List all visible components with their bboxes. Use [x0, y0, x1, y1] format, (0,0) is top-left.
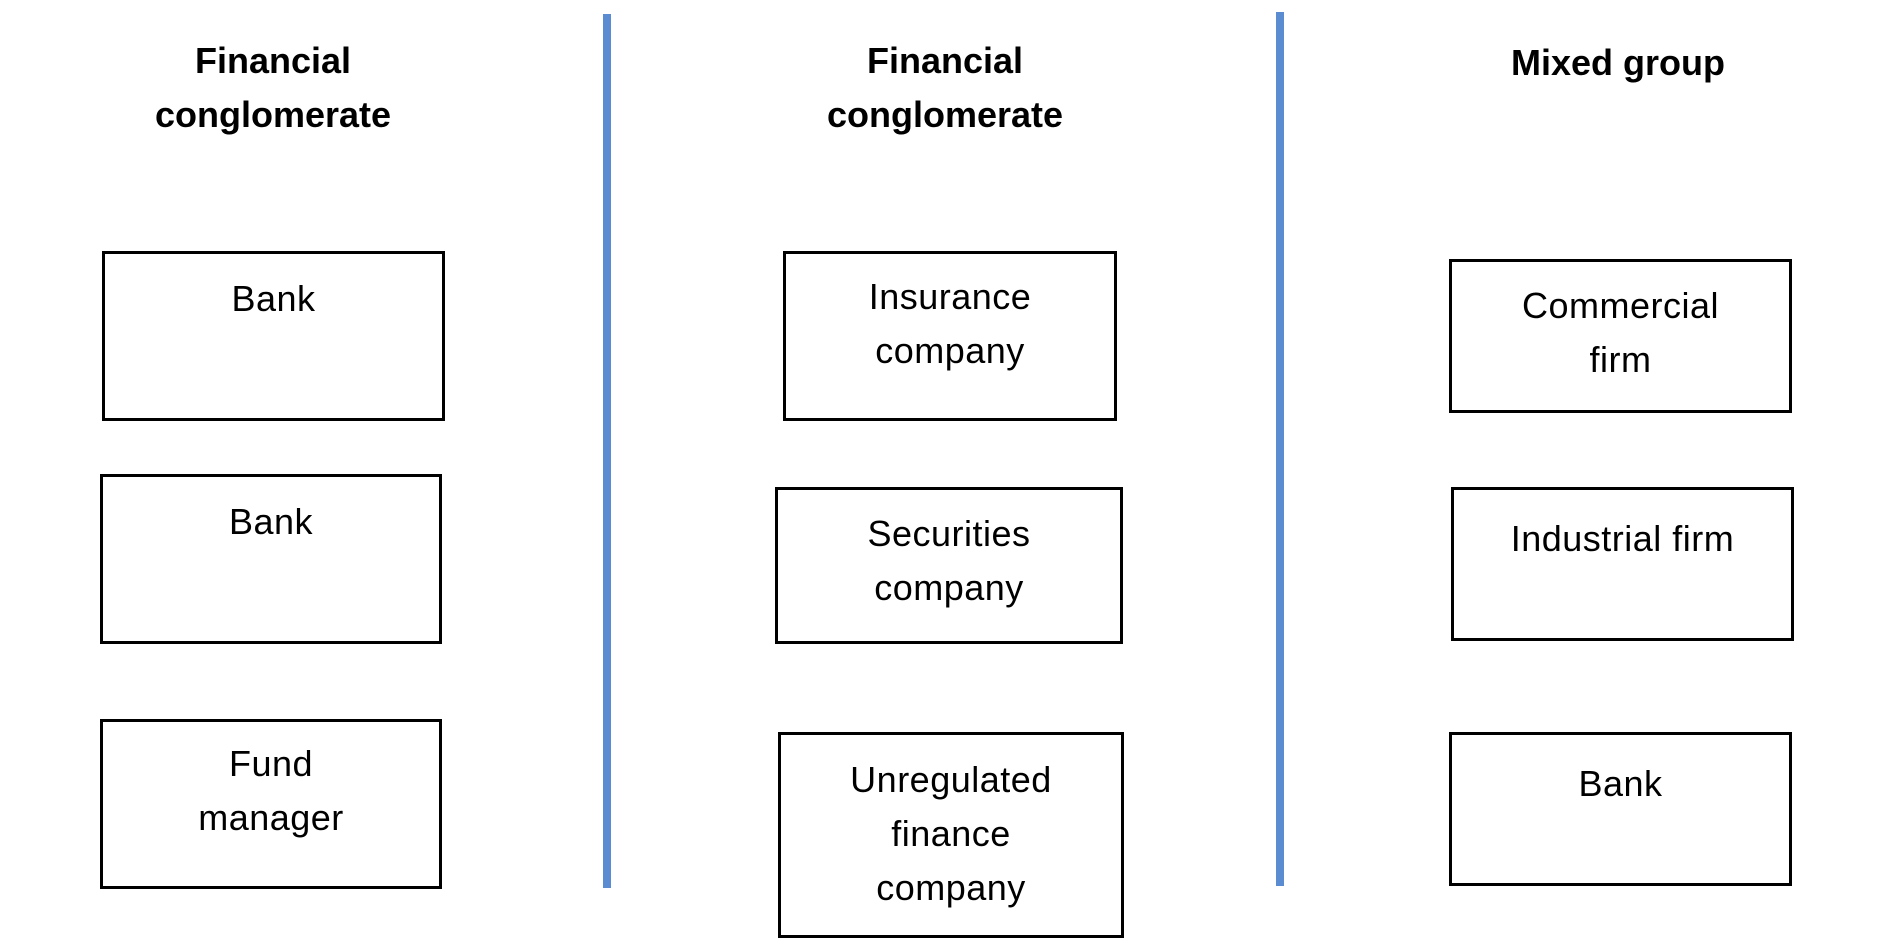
entity-box-fund-manager: Fund manager	[100, 719, 442, 889]
entity-box-bank-2: Bank	[100, 474, 442, 644]
entity-label: Bank	[228, 501, 314, 542]
entity-label: Securities company	[867, 513, 1031, 608]
entity-label: Fund manager	[198, 743, 344, 838]
column-divider-2	[1276, 12, 1284, 886]
entity-label: Bank	[231, 278, 316, 319]
entity-label: Unregulated finance company	[850, 759, 1052, 908]
entity-box-unregulated-finance-company: Unregulated finance company	[778, 732, 1124, 938]
entity-label: Bank	[1578, 763, 1663, 804]
entity-box-industrial-firm: Industrial firm	[1451, 487, 1794, 641]
column-1-heading: Financial conglomerate	[154, 40, 392, 135]
entity-label: Insurance company	[868, 276, 1032, 371]
entity-label: Commercial firm	[1521, 285, 1720, 380]
entity-box-bank-1: Bank	[102, 251, 445, 421]
entity-box-insurance-company: Insurance company	[783, 251, 1117, 421]
column-divider-1	[603, 14, 611, 888]
column-2-heading: Financial conglomerate	[826, 40, 1064, 135]
column-3-heading: Mixed group	[1511, 42, 1725, 83]
entity-box-bank-3: Bank	[1449, 732, 1792, 886]
entity-box-commercial-firm: Commercial firm	[1449, 259, 1792, 413]
entity-box-securities-company: Securities company	[775, 487, 1123, 644]
entity-label: Industrial firm	[1510, 518, 1735, 559]
